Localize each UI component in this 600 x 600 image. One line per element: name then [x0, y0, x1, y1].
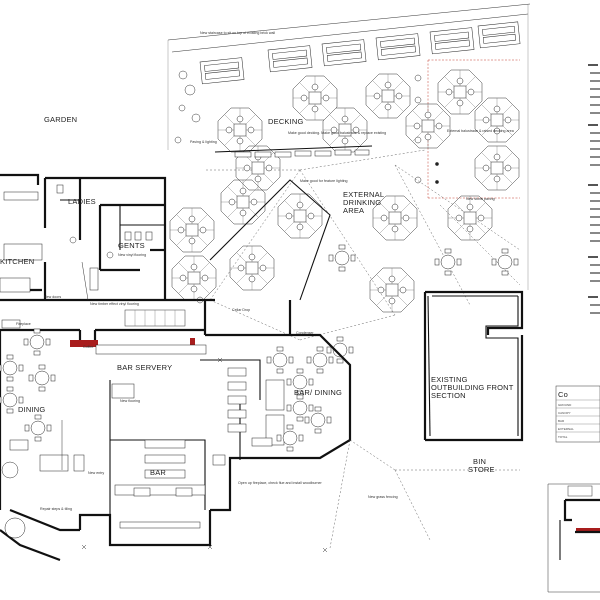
- canopy-row: [199, 21, 521, 85]
- note-stone-paving: New stone paving: [466, 197, 495, 201]
- note-condenser: Condenser: [296, 331, 314, 335]
- level-markers: [81, 136, 328, 553]
- building-walls: [0, 173, 352, 562]
- note-staircase: New staircase to sit on top of existing …: [200, 31, 275, 35]
- external-paths: [329, 439, 520, 549]
- area-row-2: CANOPY: [558, 411, 571, 415]
- external-tables: [169, 69, 520, 364]
- bar-servery-label: BAR SERVERY: [117, 363, 172, 372]
- bar-label: BAR: [150, 468, 166, 477]
- decking-edge: [178, 70, 439, 184]
- note-balustrade: External balustrade & raised decking are…: [447, 129, 514, 133]
- note-timber-floor: New timber effect vinyl flooring: [90, 302, 139, 306]
- kitchen-area: [0, 184, 186, 327]
- annotation-notes: New staircase to sit on top of existing …: [16, 31, 514, 511]
- area-row-5: TOTAL: [558, 435, 568, 439]
- area-schedule-heading: Co: [558, 390, 568, 399]
- area-schedule: [555, 385, 600, 443]
- note-paving: Paving & lighting: [190, 140, 217, 144]
- note-cellar-drop: Cellar Drop: [232, 308, 250, 312]
- note-repair-steps: Repair steps & tiling: [40, 507, 72, 511]
- note-coffee: Coffee: [83, 345, 94, 349]
- note-feature-lighting: Make good for feature lighting: [300, 179, 348, 183]
- decking-label: DECKING: [268, 117, 304, 126]
- note-vinyl: New vinyl flooring: [118, 253, 146, 257]
- notes-column: [588, 64, 600, 314]
- ladies-label: LADIES: [68, 197, 96, 206]
- area-row-3: BAR: [558, 419, 565, 423]
- note-open-fireplace: Open up fireplace, check flue and instal…: [238, 481, 323, 485]
- dining-furniture: [0, 319, 85, 539]
- note-new-flooring: New flooring: [120, 399, 140, 403]
- dining-label: DINING: [18, 405, 45, 414]
- note-new-entry: New entry: [88, 471, 104, 475]
- area-row-4: EXTERNAL: [558, 427, 574, 431]
- outbuilding: [423, 290, 524, 442]
- gents-label: GENTS: [118, 241, 145, 250]
- garden-label: GARDEN: [44, 115, 77, 124]
- note-new-doors: New doors: [44, 295, 61, 299]
- note-decking: Make good decking. Make good balustrade …: [288, 131, 386, 135]
- kitchen-label: KITCHEN: [0, 257, 34, 266]
- note-fireplace: Fireplace: [16, 322, 31, 326]
- inset-plan: [547, 483, 600, 593]
- note-grass: New grass fencing: [368, 495, 398, 499]
- bar-dining-label: BAR/ DINING: [294, 388, 342, 397]
- area-row-1: GROUND: [558, 403, 572, 407]
- bar-servery-furniture: [95, 344, 285, 529]
- bar-dining-furniture: [251, 346, 334, 452]
